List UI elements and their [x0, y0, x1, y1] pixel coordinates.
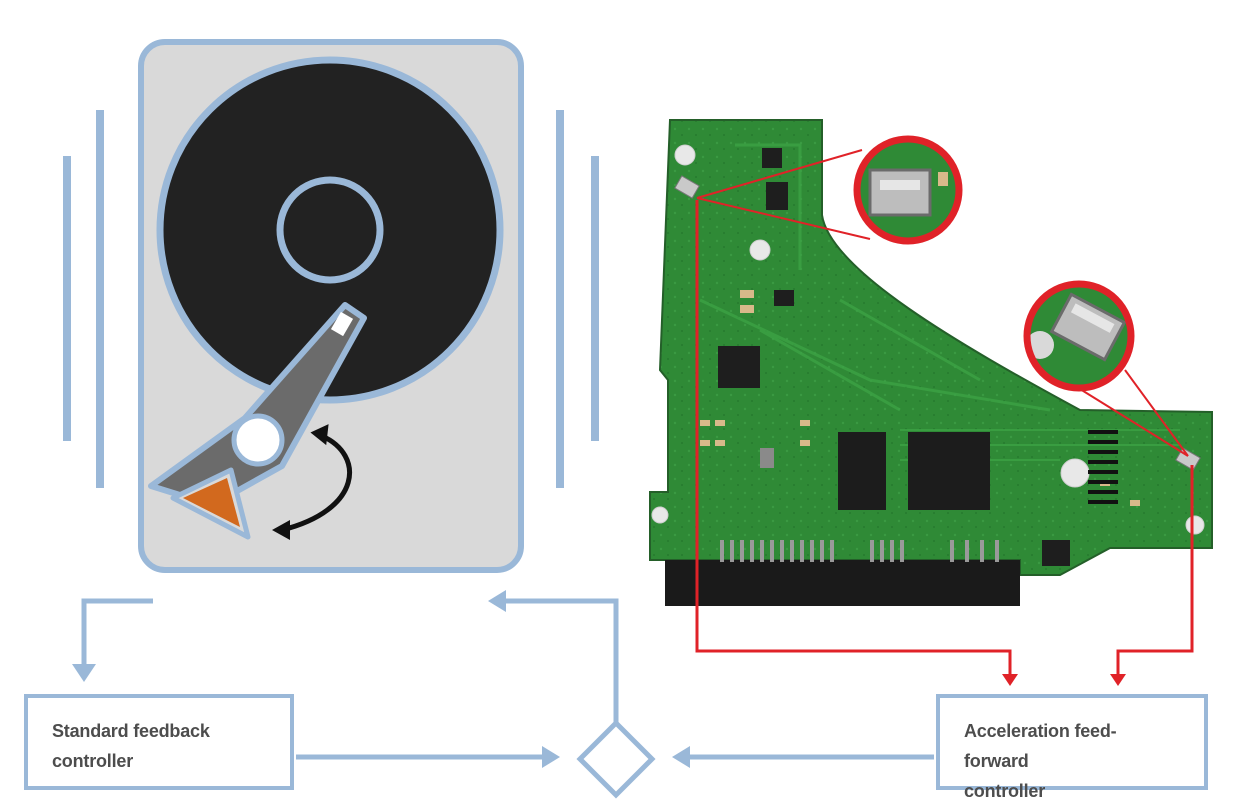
- feedforward-controller-box: Acceleration feed-forward controller: [936, 694, 1208, 801]
- arrowhead-blue-to-drive: [488, 590, 506, 612]
- feedback-controller-label-line2: controller: [52, 751, 134, 771]
- zoom-circle-top: [853, 135, 963, 245]
- sensor-right-chip: [1175, 447, 1201, 471]
- chip-controller: [908, 432, 990, 510]
- coil-icon: [183, 478, 240, 527]
- feedback-controller-box: Standard feedback controller: [24, 694, 294, 790]
- feedforward-controller-label-line1: Acceleration feed-forward: [964, 721, 1117, 771]
- chip-memory: [838, 432, 886, 510]
- arrowhead-red-left: [1002, 674, 1018, 686]
- pivot-icon: [231, 413, 285, 467]
- flow-drive-to-feedback: [81, 598, 153, 670]
- arrowhead-blue-left: [672, 746, 690, 768]
- signal-line-right-sensor: [1116, 465, 1194, 675]
- spindle-icon: [276, 176, 384, 284]
- feedforward-controller-label-line2: controller: [964, 781, 1046, 801]
- sensor-zoom-top: [696, 135, 963, 245]
- sensor-signal-lines: [695, 200, 1194, 675]
- vibration-line-left-inner: [96, 110, 104, 488]
- arrowhead-red-right: [1110, 674, 1126, 686]
- rotation-arrow-icon: [281, 433, 352, 533]
- rotation-arrowhead-bottom: [272, 520, 290, 540]
- feedback-controller-label-line1: Standard feedback: [52, 721, 210, 741]
- hard-drive-icon: [138, 39, 524, 573]
- vibration-lines: [63, 110, 599, 488]
- read-head-icon: [330, 311, 354, 337]
- flow-junction-to-drive: [502, 598, 619, 723]
- chip-motor-driver: [718, 346, 760, 388]
- vibration-line-right-inner: [556, 110, 564, 488]
- signal-line-top-sensor: [695, 200, 1012, 675]
- arrowhead-blue-down: [72, 664, 96, 682]
- sata-connector: [665, 560, 1020, 606]
- rotation-arrowhead-top: [310, 424, 329, 446]
- vibration-line-left-outer: [63, 156, 71, 441]
- vibration-line-right-outer: [591, 156, 599, 441]
- sensor-top-chip: [674, 175, 700, 199]
- summing-junction-icon: [576, 719, 656, 799]
- flow-lines: [81, 598, 934, 760]
- sensor-zoom-right: [1023, 280, 1189, 457]
- circuit-board-icon: [649, 119, 1213, 606]
- arrowhead-blue-right: [542, 746, 560, 768]
- zoom-circle-right: [1023, 280, 1135, 392]
